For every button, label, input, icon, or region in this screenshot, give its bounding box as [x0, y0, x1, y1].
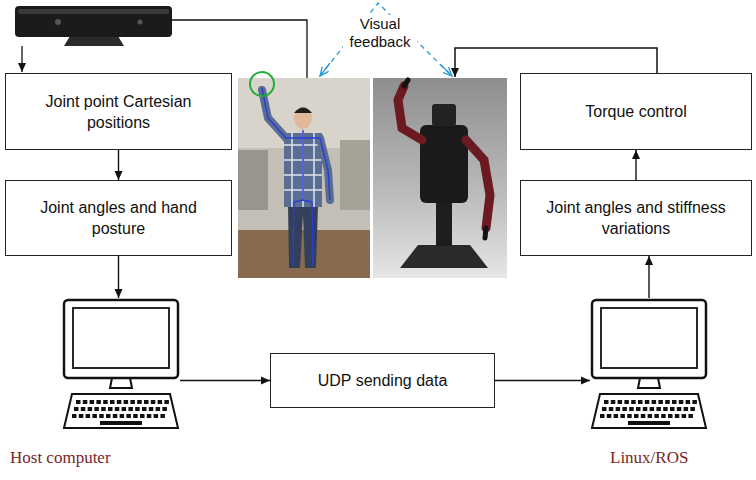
- process-box: Joint angles and hand posture: [5, 180, 232, 256]
- kinect-sensor: [15, 6, 172, 46]
- feedback-arrowhead: [441, 65, 452, 76]
- box-text: Torque control: [585, 101, 686, 122]
- computer-icon: [62, 298, 180, 432]
- process-box: UDP sending data: [270, 353, 495, 408]
- feedback-line: [320, 3, 452, 76]
- sensor-arrow: [21, 46, 22, 72]
- computer-caption: Linux/ROS: [610, 448, 688, 468]
- process-box: Joint point Cartesian positions: [5, 73, 232, 150]
- computer-node: Host computer: [10, 298, 180, 476]
- process-box: Joint angles and stiffness variations: [520, 180, 752, 256]
- flow-arrow: [495, 380, 590, 381]
- box-text: Joint angles and hand posture: [16, 197, 221, 239]
- flow-arrow: [648, 256, 649, 298]
- operator-photo: [238, 72, 370, 278]
- computer-caption: Host computer: [10, 448, 111, 468]
- annotation-label: Visual feedback: [343, 15, 417, 51]
- box-text: Joint angles and stiffness variations: [531, 197, 741, 239]
- computer-node: Linux/ROS: [590, 298, 708, 476]
- flow-arrow: [180, 380, 270, 381]
- flow-arrow: [118, 150, 119, 180]
- sensor-wire: [172, 20, 307, 78]
- feedback-arrowhead: [320, 63, 330, 76]
- process-box: Torque control: [520, 73, 752, 150]
- flow-arrow: [635, 150, 636, 180]
- computer-icon: [590, 298, 708, 432]
- flow-arrow: [118, 256, 119, 298]
- box-text: UDP sending data: [318, 370, 448, 391]
- robot-image: [373, 78, 507, 278]
- box-text: Joint point Cartesian positions: [16, 91, 221, 133]
